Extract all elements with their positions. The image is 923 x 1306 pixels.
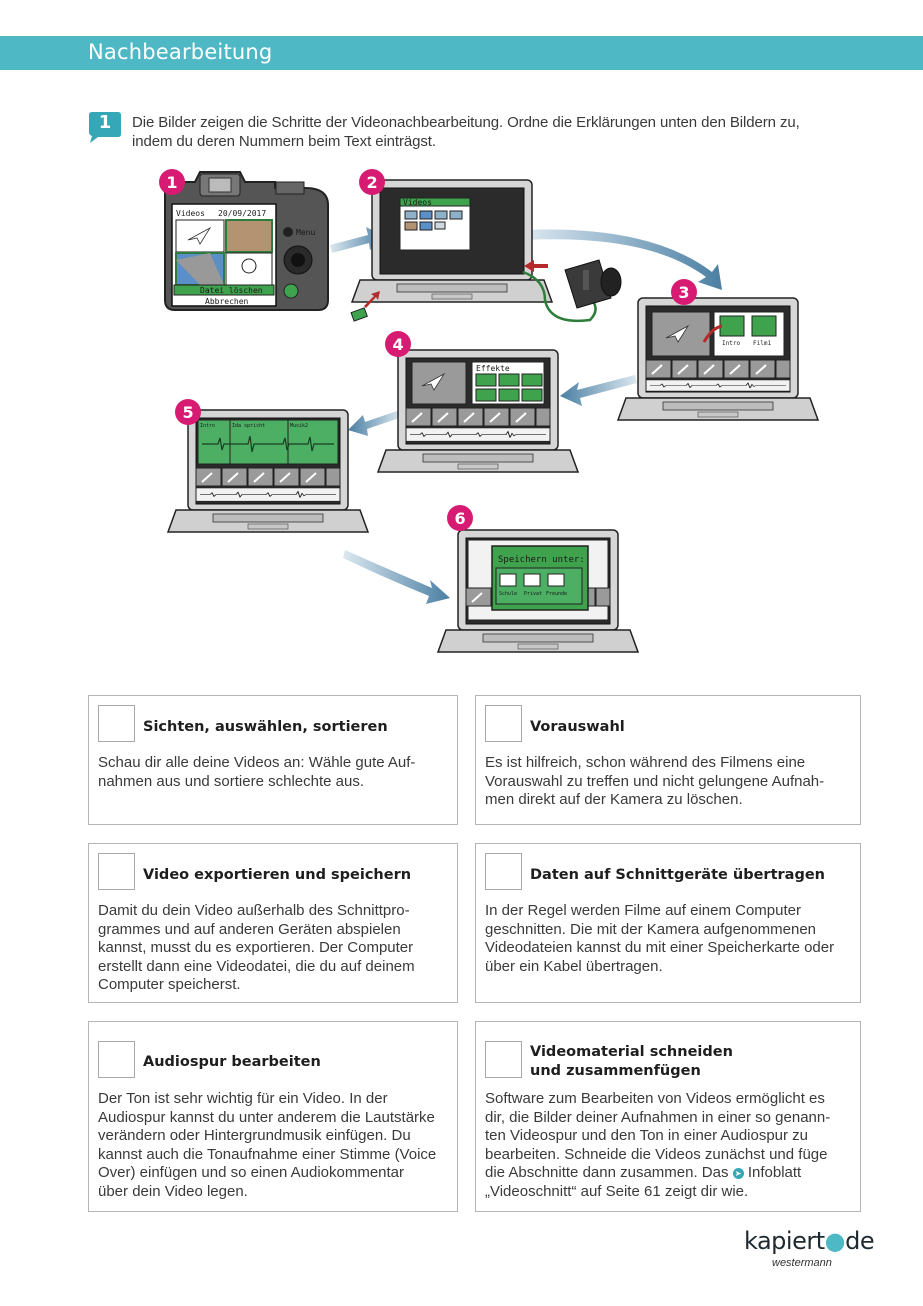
svg-text:Schule: Schule bbox=[499, 591, 517, 597]
step-badge-3 bbox=[671, 279, 697, 305]
arrow-right-circle-icon: ➤ bbox=[732, 1168, 744, 1180]
flow-arrow-2-3 bbox=[525, 229, 722, 290]
card-body: Damit du dein Video außerhalb des Schnit… bbox=[98, 902, 415, 994]
flow-arrow-3-4 bbox=[560, 375, 637, 406]
folder-intro-label: Intro bbox=[722, 340, 740, 347]
step-1-camera: Videos 20/09/2017 Datei löschen Abbreche… bbox=[159, 169, 329, 311]
flow-arrow-1-2 bbox=[330, 227, 384, 253]
infoblatt-link[interactable]: Infoblatt bbox=[747, 1164, 802, 1182]
svg-text:1: 1 bbox=[166, 173, 177, 192]
effects-panel-title: Effekte bbox=[476, 364, 510, 373]
memory-card-icon bbox=[350, 307, 368, 322]
folder-film1-label: Film1 bbox=[753, 340, 771, 347]
svg-text:Intro: Intro bbox=[200, 423, 215, 429]
step-4-laptop: Effekte 4 bbox=[377, 331, 579, 473]
step-6-laptop: Speichern unter: Schule Privat Freunde 6 bbox=[437, 505, 639, 653]
answer-box[interactable] bbox=[485, 853, 522, 890]
task-number: 1 bbox=[98, 112, 112, 133]
task-text: Die Bilder zeigen die Schritte der Video… bbox=[132, 114, 800, 150]
card-exportieren: Video exportieren und speichern Damit du… bbox=[88, 843, 458, 1003]
card-vorauswahl: Vorauswahl Es ist hilfreich, schon währe… bbox=[475, 695, 861, 825]
svg-text:Privat: Privat bbox=[524, 591, 542, 597]
page-title: Nachbearbeitung bbox=[88, 40, 273, 64]
camera-menu-label: Menu bbox=[296, 228, 315, 237]
camera-delete-action: Datei löschen bbox=[200, 286, 263, 295]
card-sichten: Sichten, auswählen, sortieren Schau dir … bbox=[88, 695, 458, 825]
svg-text:3: 3 bbox=[678, 283, 689, 302]
step-3-laptop: Intro Film1 3 bbox=[617, 279, 819, 421]
svg-text:Ida spricht: Ida spricht bbox=[232, 423, 265, 429]
card-title: Video exportieren und speichern bbox=[143, 867, 412, 883]
svg-text:Freunde: Freunde bbox=[546, 591, 567, 597]
save-dialog-title: Speichern unter: bbox=[498, 555, 585, 565]
answer-box[interactable] bbox=[485, 705, 522, 742]
camera-screen-date: 20/09/2017 bbox=[218, 209, 266, 218]
flow-arrow-4-5 bbox=[348, 410, 402, 436]
card-schneiden: Videomaterial schneiden und zusammenfüge… bbox=[475, 1021, 861, 1212]
logo-dot-icon: ● bbox=[824, 1227, 846, 1255]
step-badge-6 bbox=[447, 505, 473, 531]
camera-cancel-action: Abbrechen bbox=[205, 297, 249, 306]
kapiert-logo: kapiert●de westermann bbox=[744, 1227, 875, 1269]
svg-text:4: 4 bbox=[392, 335, 403, 354]
step-2-laptop: Videos 2 bbox=[351, 169, 553, 303]
card-body: Software zum Bearbeiten von Videos ermög… bbox=[485, 1090, 831, 1200]
answer-box[interactable] bbox=[98, 1041, 135, 1078]
card-body: Der Ton ist sehr wichtig für ein Video. … bbox=[98, 1090, 437, 1200]
card-title: Daten auf Schnittgeräte übertragen bbox=[530, 867, 825, 883]
laptop-2-screen-title: Videos bbox=[403, 198, 432, 207]
svg-text:2: 2 bbox=[366, 173, 377, 192]
card-uebertragen: Daten auf Schnittgeräte übertragen In de… bbox=[475, 843, 861, 1003]
card-audiospur: Audiospur bearbeiten Der Ton ist sehr wi… bbox=[88, 1021, 458, 1212]
card-title: Audiospur bearbeiten bbox=[143, 1054, 321, 1070]
cable-arrow-icon bbox=[524, 260, 548, 272]
card-title: Sichten, auswählen, sortieren bbox=[143, 719, 388, 735]
step-badge-4 bbox=[385, 331, 411, 357]
card-title: Videomaterial schneiden und zusammenfüge… bbox=[530, 1044, 733, 1079]
answer-box[interactable] bbox=[98, 705, 135, 742]
workflow-illustration: Videos 20/09/2017 Datei löschen Abbreche… bbox=[159, 169, 819, 653]
step-badge-2 bbox=[359, 169, 385, 195]
svg-text:5: 5 bbox=[182, 403, 193, 422]
card-title: Vorauswahl bbox=[530, 719, 625, 735]
video-camera-icon bbox=[564, 259, 622, 309]
card-body: Schau dir alle deine Videos an: Wähle gu… bbox=[98, 754, 416, 790]
card-body: Es ist hilfreich, schon während des Film… bbox=[485, 754, 825, 809]
insert-arrow-icon bbox=[364, 291, 380, 308]
post-production-illustration: Videos 20/09/2017 Datei löschen Abbreche… bbox=[0, 160, 923, 680]
publisher-name: westermann bbox=[772, 1257, 832, 1269]
step-5-laptop: Intro Ida spricht Musik2 5 bbox=[167, 399, 369, 533]
flow-arrow-5-6 bbox=[343, 550, 450, 604]
svg-text:Musik2: Musik2 bbox=[290, 423, 308, 429]
usb-cable bbox=[522, 270, 597, 323]
answer-box[interactable] bbox=[485, 1041, 522, 1078]
task-number-badge: 1 bbox=[88, 110, 122, 143]
svg-text:6: 6 bbox=[454, 509, 465, 528]
speech-bubble-icon bbox=[89, 112, 121, 143]
camera-screen-title: Videos bbox=[176, 209, 205, 218]
header-bar: Nachbearbeitung bbox=[0, 36, 923, 70]
card-body: In der Regel werden Filme auf einem Comp… bbox=[485, 902, 835, 975]
step-badge-1 bbox=[159, 169, 185, 195]
step-badge-5 bbox=[175, 399, 201, 425]
answer-box[interactable] bbox=[98, 853, 135, 890]
